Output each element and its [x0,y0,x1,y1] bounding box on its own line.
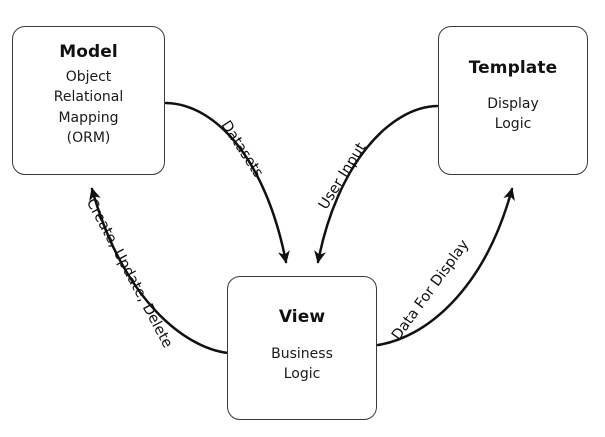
node-template-subtitle: Display Logic [487,95,539,133]
edge-path-view-to-model [89,187,230,355]
node-template[interactable]: Template Display Logic [438,26,588,175]
node-view-subtitle: Business Logic [271,345,333,383]
node-model-title: Model [59,42,118,62]
node-view-title: View [278,307,326,327]
node-model-subtitle: Object Relational Mapping (ORM) [53,68,124,147]
edge-path-model-to-view [164,101,290,264]
edge-path-view-to-template [376,187,515,347]
node-template-title: Template [468,58,558,78]
node-model[interactable]: Model Object Relational Mapping (ORM) [12,26,165,175]
node-view[interactable]: View Business Logic [227,276,377,420]
edge-path-template-to-view [314,104,439,264]
